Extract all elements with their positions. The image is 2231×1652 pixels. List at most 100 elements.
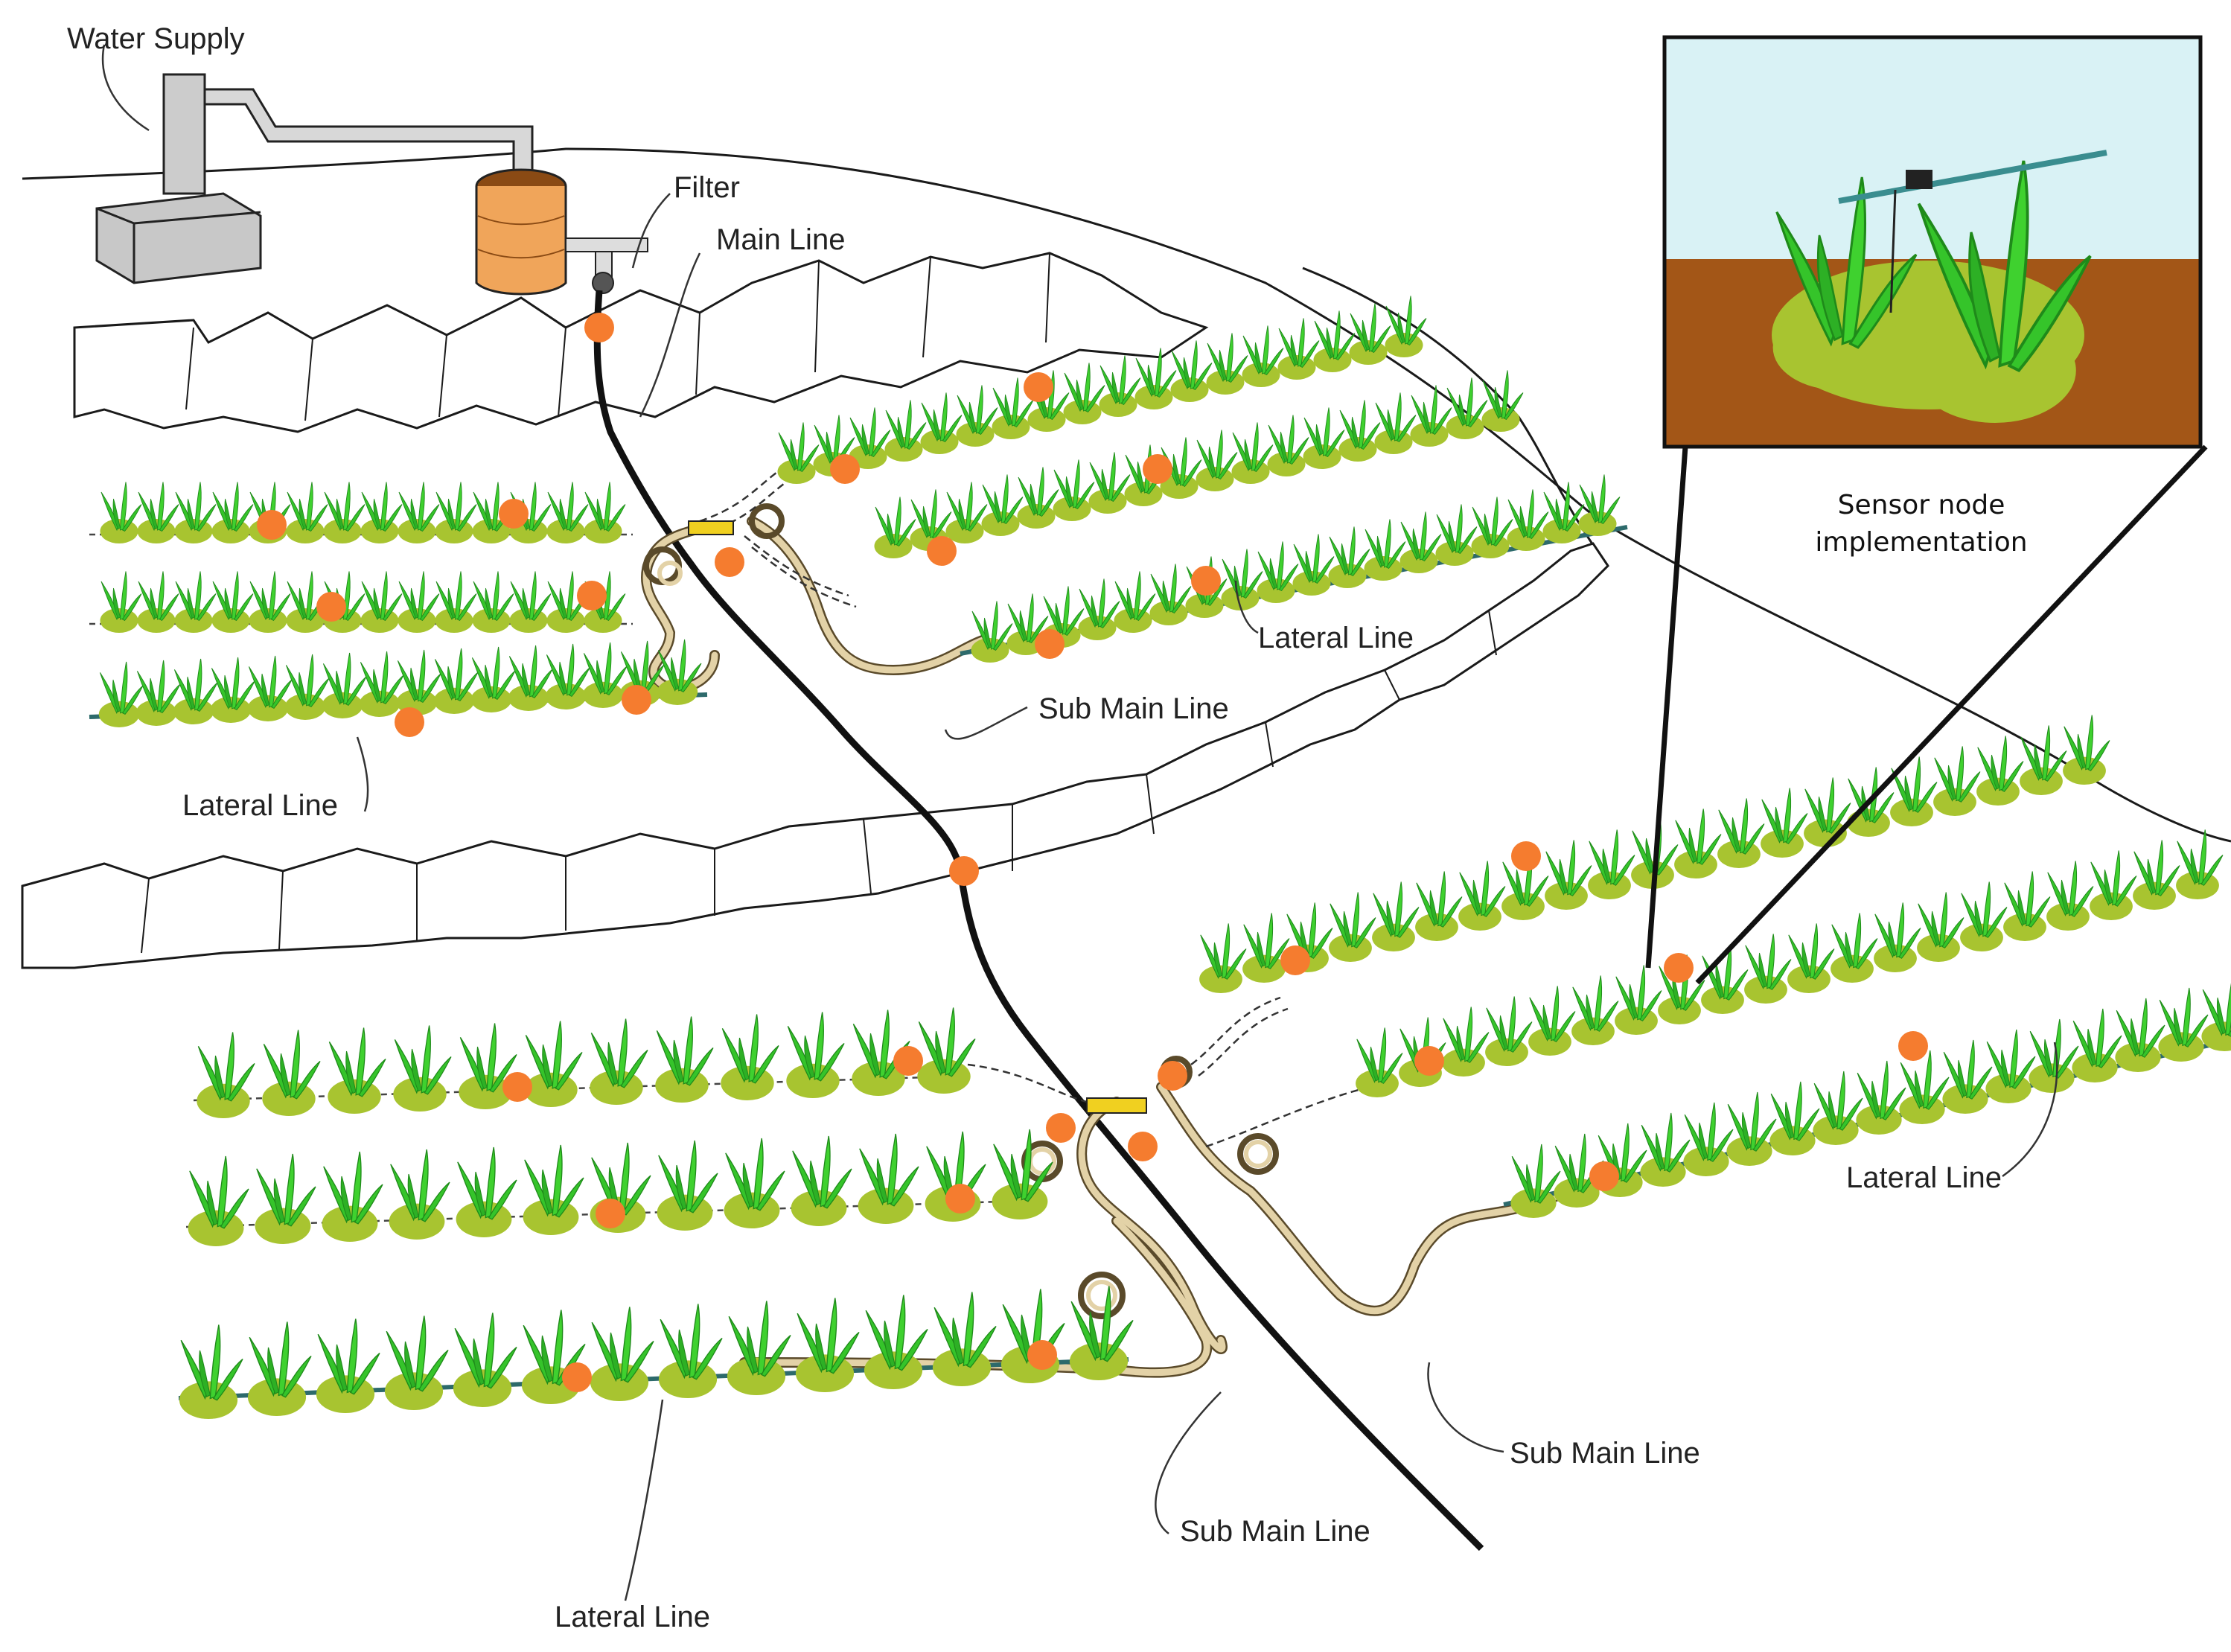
corn-plant-icon [1916,891,1965,963]
corn-plant-icon [360,571,403,634]
corn-plant-icon [777,422,820,485]
corn-plant-icon [1292,534,1335,596]
upper-terrace-ridge [73,252,1209,433]
sensor-node-icon [577,581,607,610]
corn-plant-icon [322,652,367,719]
lateral-line-label-upper-right: Lateral Line [1258,622,1414,654]
sensor-node-icon [830,454,860,484]
corn-plant-icon [932,1291,997,1387]
sub-main-line-label-lower-right: Sub Main Line [1510,1437,1700,1470]
corn-plant-icon [874,497,916,559]
corn-plant-icon [137,571,179,634]
corn-plant-icon [316,1318,380,1414]
lateral-line-label-lower-right: Lateral Line [1846,1161,2002,1194]
corn-plant-icon [2114,998,2165,1073]
sensor-node-icon [499,499,529,529]
corn-plant-icon [1328,891,1376,963]
corn-plant-icon [1787,922,1835,994]
corn-plant-icon [247,655,293,722]
corn-plant-icon [210,657,255,724]
corn-plant-icon [1898,1050,1950,1125]
lateral-line-tube [193,1074,974,1102]
corn-plant-icon [1231,422,1274,485]
sensor-node-icon [1158,1061,1187,1091]
corn-plant-icon [1277,318,1320,380]
corn-plant-icon [1385,296,1427,358]
pipe-junction [688,520,1147,1114]
corn-plant-icon [590,1306,654,1402]
corn-plant-icon [388,1149,450,1240]
corn-plant-icon [1769,1081,1820,1156]
corn-plant-icon [920,392,963,455]
corn-plant-icon [1088,452,1131,514]
corn-plant-icon [453,1312,517,1408]
sensor-nodes [257,313,1928,1392]
sensor-node-icon [1589,1161,1619,1191]
corn-plant-icon [435,482,477,544]
corn-plant-icon [1221,549,1263,611]
corn-plant-icon [472,571,514,634]
corn-plant-icon [1170,340,1213,403]
corn-plant-icon [1371,881,1420,952]
corn-plant-icon [790,1135,852,1227]
corn-plant-icon [971,601,1013,663]
corn-plant-icon [249,571,291,634]
sensor-node-icon [715,547,744,577]
corn-plant-icon [1528,985,1576,1056]
corn-plant-icon [211,571,254,634]
corn-plant-icon [1242,912,1290,983]
sensor-node-icon [1414,1046,1444,1076]
corn-plant-icon [433,648,479,715]
corn-plant-icon [470,646,516,713]
corn-plant-icon [1399,511,1442,574]
sensor-node-icon [949,856,979,886]
corn-plant-icon [1587,829,1635,900]
corn-plant-icon [98,661,144,728]
corn-plant-icon [196,1031,255,1119]
corn-plant-icon [1338,400,1381,462]
corn-plant-icon [211,482,254,544]
corn-plant-icon [359,651,404,718]
corn-plant-icon [795,1297,860,1393]
corn-plant-icon [1267,415,1309,477]
corn-plant-icon [100,482,142,544]
corn-plant-icon [1812,1071,1863,1146]
sensor-node-icon [893,1046,923,1076]
corn-plant-icon [523,1020,583,1108]
sensor-node-icon [1143,454,1172,484]
corn-plant-icon [1932,745,1981,817]
corn-plant-icon [1199,922,1247,994]
corn-plant-icon [1673,808,1722,879]
corn-plant-icon [720,1013,779,1101]
corn-plant-icon [392,1024,452,1112]
corn-plant-icon [1544,839,1592,910]
corn-plant-icon [584,482,626,544]
corn-plant-icon [1976,735,2024,806]
lateral-line-label-upper-left: Lateral Line [182,789,338,822]
corn-plant-icon [1743,933,1792,1004]
corn-plant-icon [360,482,403,544]
corn-plant-icon [508,645,553,712]
inset-caption-line2: implementation [1815,527,2027,558]
corn-plant-icon [1959,881,2008,952]
corn-plant-icon [1639,1112,1691,1187]
corn-plant-icon [1682,1102,1734,1177]
corn-plant-icon [1099,355,1141,418]
corn-plant-icon [2062,714,2110,785]
sensor-node-icon [1128,1132,1158,1161]
corn-plant-icon [398,571,440,634]
sensor-node-icon [257,510,287,540]
corn-plant-icon [1571,975,1619,1046]
corn-plant-icon [1578,474,1621,537]
corn-plant-icon [1830,912,1878,983]
corn-plant-icon [1114,571,1156,634]
corn-plant-icon [589,1018,648,1106]
corn-plant-icon [1510,1144,1561,1219]
corn-plant-icon [100,571,142,634]
sensor-node-icon [1511,841,1541,871]
corn-plant-icon [1441,1006,1490,1077]
corn-plant-icon [398,482,440,544]
corn-plant-icon [286,482,328,544]
corn-plant-icon [1257,541,1299,604]
corn-plant-icon [396,649,441,716]
